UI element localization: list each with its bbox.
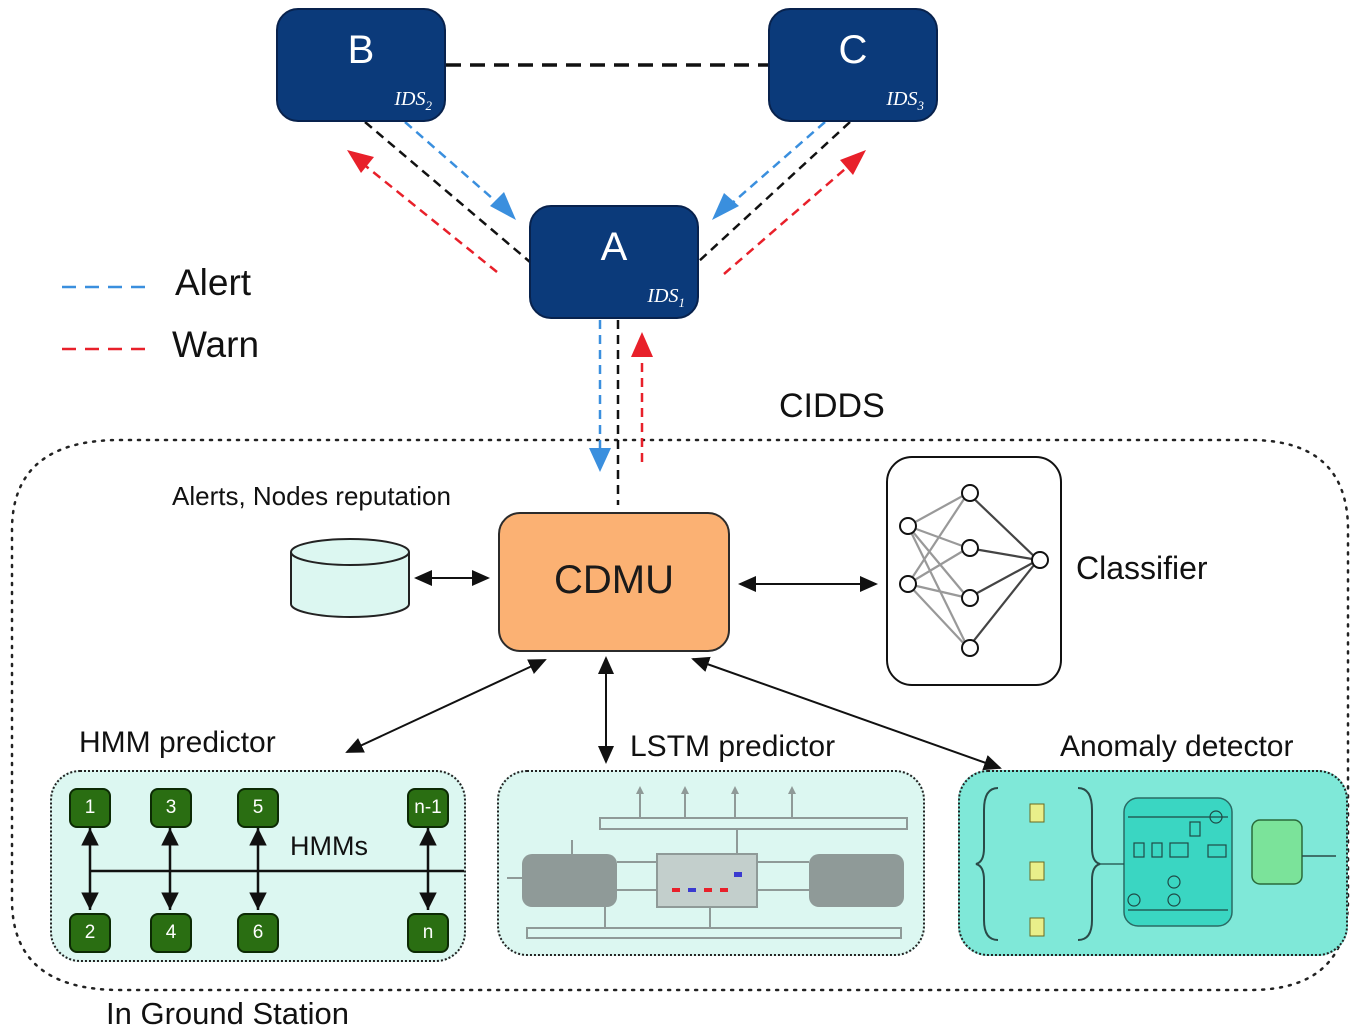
classifier-label: Classifier [1076,550,1208,586]
database-label: Alerts, Nodes reputation [172,481,451,511]
hmm-node-2: 2 [69,913,111,953]
alert-c-to-a-head [712,193,739,220]
hmm-node-1: 1 [69,788,111,828]
lstm-title: LSTM predictor [630,730,836,763]
link-cdmu-hmm [345,659,547,753]
database-icon [290,538,410,618]
warn-a-to-b-head [347,150,374,173]
hmm-node-n: n [407,913,449,953]
cdmu-label: CDMU [554,558,674,602]
cidds-label: CIDDS [779,387,885,425]
hmm-node-3: 3 [150,788,192,828]
link-c-a [697,121,851,263]
alert-a-to-cdmu-head [589,448,611,472]
lstm-network-icon [507,786,908,939]
node-c: C IDS3 [768,8,938,122]
node-a-ids: IDS1 [647,285,685,310]
warn-a-to-b [361,162,498,273]
neural-network-icon [899,484,1049,657]
node-b-ids: IDS2 [394,88,432,113]
classifier-box [886,456,1062,686]
node-c-ids: IDS3 [886,88,924,113]
hmms-label: HMMs [290,831,368,861]
alert-b-to-a-head [490,192,516,220]
node-b: B IDS2 [276,8,446,122]
node-a: A IDS1 [529,205,699,319]
anomaly-network-icon [975,787,1336,941]
hmm-node-n-1: n-1 [407,788,449,828]
alert-c-to-a [729,121,826,206]
alert-b-to-a [404,121,501,206]
hmm-node-4: 4 [150,913,192,953]
node-c-label: C [838,28,868,72]
node-a-label: A [600,225,628,269]
hmm-links [81,828,464,910]
warn-cdmu-to-a-head [631,332,653,357]
hmm-node-6: 6 [237,913,279,953]
hmm-panel: 1 3 5 n-1 2 4 6 n HMMs [50,770,466,962]
cdmu-box: CDMU [498,512,730,652]
legend-warn-label: Warn [172,324,260,365]
anomaly-title: Anomaly detector [1060,730,1294,763]
node-b-label: B [347,28,375,72]
link-b-a [364,121,531,263]
anomaly-panel [958,770,1348,956]
warn-a-to-c-head [840,150,866,175]
ground-station-label: In Ground Station [106,996,349,1031]
hmm-title: HMM predictor [79,726,276,759]
legend-alert-label: Alert [175,262,252,303]
link-cdmu-anomaly [691,656,1002,771]
hmm-node-5: 5 [237,788,279,828]
lstm-panel [497,770,925,956]
warn-a-to-c [723,162,853,275]
